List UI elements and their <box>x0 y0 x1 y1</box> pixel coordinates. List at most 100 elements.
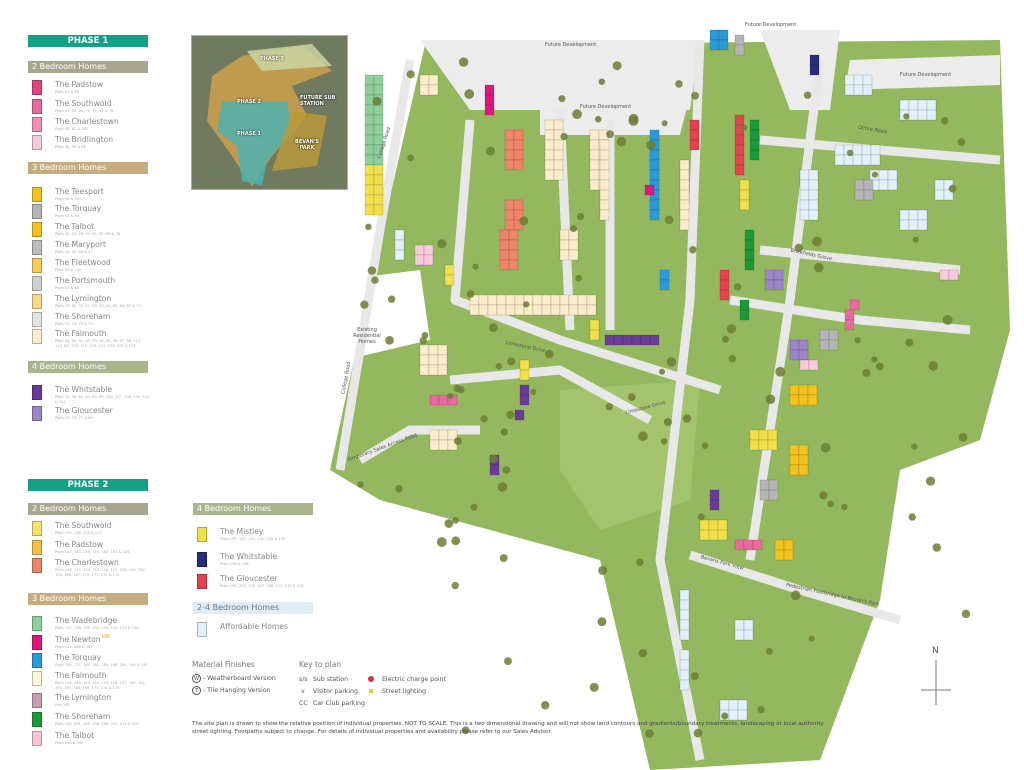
tree-icon <box>646 140 656 150</box>
house-plot <box>649 159 660 171</box>
house-plot <box>504 209 515 221</box>
tile-hanging-label: - Tile Hanging Version <box>201 687 271 694</box>
house-plot <box>718 29 729 41</box>
tree-icon <box>871 356 878 363</box>
house-plot <box>863 179 874 191</box>
tree-icon <box>466 290 475 298</box>
tree-icon <box>461 726 470 735</box>
tree-icon <box>691 91 699 100</box>
house-plot <box>679 159 690 171</box>
tree-icon <box>645 729 654 738</box>
house-plot <box>743 619 754 631</box>
tree-icon <box>597 617 607 627</box>
house-type-swatch-icon <box>32 521 42 536</box>
house-plot <box>438 429 449 441</box>
tree-icon <box>660 438 668 445</box>
tree-icon <box>808 635 815 642</box>
plot-numbers: Plots 145, 148, 149, 152, 153, 156, 157,… <box>55 681 146 690</box>
tree-icon <box>407 154 414 162</box>
house-plot <box>734 114 745 126</box>
house-plot <box>513 199 524 211</box>
label-future-development: Future Development <box>545 42 597 48</box>
house-type-swatch-icon <box>197 527 207 542</box>
house-plot <box>599 149 610 161</box>
house-plot <box>764 269 775 281</box>
house-plot <box>499 259 510 271</box>
house-plot <box>437 364 448 376</box>
house-plot <box>863 189 874 201</box>
house-type-name: The Shoreham <box>55 712 111 721</box>
house-type-name: The Newton <box>55 635 101 644</box>
tree-icon <box>627 393 636 402</box>
compass-icon <box>921 660 951 705</box>
house-plot <box>679 669 690 681</box>
house-plot <box>508 239 519 251</box>
house-plot <box>604 334 615 346</box>
house-plot <box>599 169 610 181</box>
house-plot <box>749 139 760 151</box>
house-plot <box>504 219 515 231</box>
house-plot <box>739 179 750 191</box>
house-plot <box>789 339 800 351</box>
house-plot <box>719 699 730 711</box>
house-plot <box>589 159 600 171</box>
house-plot <box>689 119 700 131</box>
house-plot <box>478 304 489 316</box>
house-plot <box>878 169 889 181</box>
house-type-swatch-icon <box>32 135 42 150</box>
plot-numbers: Plots 55, 56, 81, 84, 85, 99, 100, 107, … <box>55 395 150 404</box>
phase2-4bed-header: 4 Bedroom Homes <box>193 503 313 515</box>
house-plot <box>708 529 719 541</box>
house-plot <box>373 174 384 186</box>
tree-icon <box>765 647 773 655</box>
house-plot <box>908 219 919 231</box>
house-plot <box>908 99 919 111</box>
key-symbol: CC <box>299 700 308 707</box>
tree-icon <box>740 124 748 131</box>
house-plot <box>689 139 700 151</box>
tree-icon <box>948 184 957 193</box>
house-plot <box>553 169 564 181</box>
house-type-swatch-icon <box>32 258 42 273</box>
house-type-name: The Southwold <box>55 521 112 530</box>
house-plot <box>504 139 515 151</box>
house-type-swatch-icon <box>32 99 42 114</box>
house-plot <box>659 269 670 281</box>
house-type-swatch-icon <box>32 80 42 95</box>
tree-icon <box>472 263 479 270</box>
key-label: Sub station <box>313 676 349 683</box>
house-plot <box>679 599 690 611</box>
tree-icon <box>664 215 674 225</box>
house-plot <box>844 319 855 331</box>
tree-icon <box>606 130 615 139</box>
plot-numbers: Plots 98 & 102 <box>55 197 82 201</box>
house-type-name: The Torquay <box>55 204 102 213</box>
tree-icon <box>372 96 382 106</box>
house-plot <box>428 364 439 376</box>
house-plot <box>513 159 524 171</box>
house-plot <box>419 344 430 356</box>
material-finishes-title: Material Finishes <box>192 660 255 669</box>
house-plot <box>789 464 800 476</box>
house-plot <box>513 129 524 141</box>
house-plot <box>429 439 440 451</box>
house-plot <box>559 239 570 251</box>
house-plot <box>544 119 555 131</box>
house-type-name: The Southwold <box>55 99 112 108</box>
house-type-name: The Lymington <box>55 294 112 303</box>
tree-icon <box>697 513 705 521</box>
inset-label-substation: FUTURE SUB STATION <box>300 95 336 107</box>
house-plot <box>870 144 881 156</box>
house-plot <box>364 104 375 116</box>
tree-icon <box>575 274 582 282</box>
tree-icon <box>436 537 447 547</box>
compass-north-label: N <box>932 646 939 656</box>
house-plot <box>734 539 745 551</box>
house-type-swatch-icon <box>197 574 207 589</box>
electric-charge-icon <box>368 676 374 682</box>
road <box>759 245 961 275</box>
house-type-name: The Whitstable <box>55 385 113 394</box>
tree-icon <box>453 437 462 446</box>
